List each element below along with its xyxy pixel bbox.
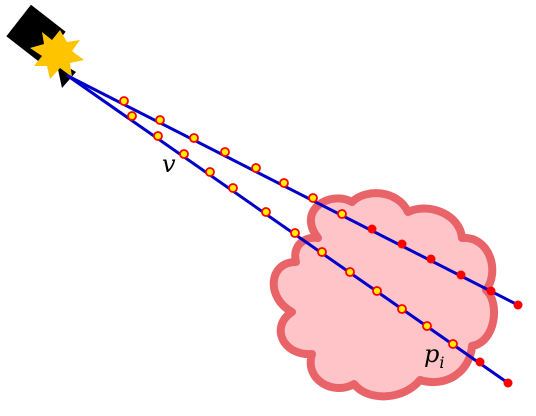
sample-point-outside bbox=[205, 167, 215, 177]
sample-point-outside bbox=[189, 133, 199, 143]
sample-point-outside bbox=[119, 96, 129, 106]
view-ray-2 bbox=[66, 74, 510, 385]
sample-point-inside bbox=[426, 254, 436, 264]
sample-point-outside bbox=[251, 163, 261, 173]
sample-point-outside bbox=[317, 247, 327, 257]
sample-point-outside bbox=[308, 193, 318, 203]
sample-point-inside bbox=[486, 286, 496, 296]
sample-point-outside bbox=[127, 111, 137, 121]
label-p-i: pi bbox=[424, 340, 445, 372]
sample-point-outside bbox=[155, 115, 165, 125]
sample-point-inside bbox=[513, 300, 523, 310]
sample-points bbox=[119, 96, 523, 388]
sample-point-outside bbox=[279, 178, 289, 188]
light-burst-icon bbox=[30, 30, 84, 79]
sample-point-outside bbox=[228, 183, 238, 193]
sample-point-outside bbox=[422, 321, 432, 331]
sample-point-inside bbox=[456, 270, 466, 280]
sample-point-outside bbox=[397, 304, 407, 314]
label-p-base: p bbox=[424, 340, 439, 368]
label-p-subscript: i bbox=[439, 353, 444, 372]
sample-point-outside bbox=[448, 339, 458, 349]
view-ray-1 bbox=[66, 74, 520, 307]
label-v: v bbox=[162, 150, 176, 178]
sample-point-outside bbox=[153, 131, 163, 141]
sample-point-outside bbox=[337, 209, 347, 219]
sample-point-outside bbox=[372, 286, 382, 296]
sample-point-outside bbox=[290, 228, 300, 238]
sample-point-outside bbox=[261, 207, 271, 217]
sample-point-inside bbox=[503, 378, 513, 388]
sample-point-outside bbox=[345, 267, 355, 277]
sample-point-inside bbox=[367, 224, 377, 234]
rays bbox=[66, 74, 520, 385]
sample-point-inside bbox=[397, 239, 407, 249]
sample-point-outside bbox=[220, 147, 230, 157]
sample-point-outside bbox=[179, 149, 189, 159]
sample-point-inside bbox=[475, 357, 485, 367]
